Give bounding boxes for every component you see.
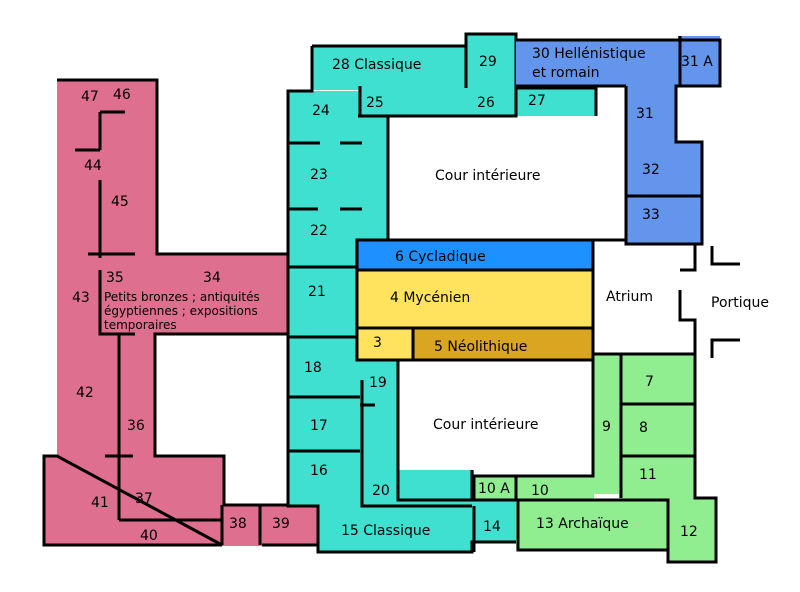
- label-courtyard-north: Cour intérieure: [435, 168, 540, 184]
- label-room-13: 13 Archaïque: [536, 516, 629, 532]
- label-room-4: 4 Mycénien: [390, 290, 470, 306]
- hellenistic-wing: [516, 36, 722, 246]
- classical-wing: [286, 32, 598, 554]
- label-room-44: 44: [84, 158, 102, 174]
- label-room-8: 8: [639, 420, 648, 436]
- label-room-27: 27: [528, 93, 546, 109]
- room-22[interactable]: [288, 207, 362, 267]
- room-14[interactable]: [472, 500, 518, 542]
- label-room-34: 34: [203, 270, 221, 286]
- label-room-5: 5 Néolithique: [434, 339, 527, 355]
- label-room-33: 33: [642, 207, 660, 223]
- room-23[interactable]: [288, 141, 362, 209]
- room-25-27[interactable]: [360, 86, 596, 116]
- label-room-34-line1: Petits bronzes ; antiquités: [104, 290, 260, 304]
- label-room-34-line3: temporaires: [104, 318, 177, 332]
- label-room-19: 19: [369, 375, 387, 391]
- area-labels: Cour intérieure Cour intérieure Atrium P…: [433, 168, 769, 433]
- label-room-42: 42: [76, 385, 94, 401]
- room-30[interactable]: [516, 40, 680, 86]
- label-room-37: 37: [135, 491, 153, 507]
- room-21[interactable]: [288, 265, 358, 337]
- room-29[interactable]: [466, 34, 516, 88]
- room-9[interactable]: [593, 354, 621, 494]
- room-20-base[interactable]: [360, 470, 474, 508]
- room-8[interactable]: [619, 402, 695, 456]
- label-room-32: 32: [642, 162, 660, 178]
- room-6[interactable]: [357, 240, 593, 270]
- room-18[interactable]: [288, 335, 362, 397]
- room-24[interactable]: [288, 91, 364, 143]
- label-room-25: 25: [366, 95, 384, 111]
- room-15[interactable]: [318, 506, 474, 552]
- label-room-28: 28 Classique: [332, 57, 421, 73]
- label-room-46: 46: [113, 87, 131, 103]
- label-room-41: 41: [91, 495, 109, 511]
- label-room-23: 23: [310, 167, 328, 183]
- label-room-15: 15 Classique: [341, 523, 430, 539]
- label-room-20: 20: [372, 483, 390, 499]
- room-44-45[interactable]: [57, 138, 157, 256]
- label-room-26: 26: [477, 95, 495, 111]
- label-courtyard-south: Cour intérieure: [433, 417, 538, 433]
- room-12[interactable]: [668, 498, 716, 562]
- label-room-10a: 10 A: [478, 481, 510, 497]
- room-16[interactable]: [288, 449, 362, 506]
- archaic-wing: [472, 352, 718, 564]
- label-room-45: 45: [111, 194, 129, 210]
- room-31a[interactable]: [678, 36, 720, 86]
- label-room-30-line1: 30 Hellénistique: [532, 46, 646, 62]
- room-10[interactable]: [474, 476, 594, 500]
- label-room-17: 17: [310, 418, 328, 434]
- room-32[interactable]: [626, 142, 702, 196]
- room-11[interactable]: [619, 454, 695, 500]
- label-portico: Portique: [711, 295, 769, 311]
- room-34-35[interactable]: [100, 254, 290, 334]
- label-room-36: 36: [127, 418, 145, 434]
- label-room-29: 29: [479, 54, 497, 70]
- room-47-46[interactable]: [57, 80, 157, 140]
- label-room-18: 18: [304, 360, 322, 376]
- label-room-22: 22: [310, 223, 328, 239]
- room-17[interactable]: [288, 395, 362, 451]
- room-31[interactable]: [626, 86, 676, 144]
- room-13[interactable]: [516, 500, 670, 550]
- label-room-34-line2: égyptiennes ; expositions: [104, 304, 258, 318]
- label-room-30-line2: et romain: [532, 65, 600, 81]
- label-room-3: 3: [373, 335, 382, 351]
- room-28[interactable]: [312, 46, 468, 90]
- atrium-portico: [593, 238, 740, 358]
- label-room-7: 7: [645, 374, 654, 390]
- label-room-31a: 31 A: [681, 54, 713, 70]
- label-room-6: 6 Cycladique: [395, 249, 486, 265]
- room-5[interactable]: [413, 328, 593, 360]
- label-room-39: 39: [272, 516, 290, 532]
- pink-wing: [42, 78, 322, 547]
- room-33[interactable]: [626, 194, 702, 244]
- label-room-14: 14: [483, 519, 501, 535]
- room-labels: 47 46 44 45 35 34 Petits bronzes ; antiq…: [72, 46, 713, 544]
- room-3[interactable]: [357, 328, 413, 360]
- label-room-35: 35: [106, 270, 124, 286]
- room-36[interactable]: [117, 332, 155, 458]
- label-room-43: 43: [72, 290, 90, 306]
- label-room-40: 40: [140, 528, 158, 544]
- label-room-11: 11: [639, 467, 657, 483]
- label-room-10: 10: [531, 483, 549, 499]
- room-25-corridor[interactable]: [360, 86, 388, 240]
- room-4[interactable]: [357, 270, 593, 328]
- label-room-38: 38: [229, 516, 247, 532]
- room-39[interactable]: [260, 505, 320, 545]
- room-7[interactable]: [619, 354, 695, 404]
- label-room-47: 47: [81, 89, 99, 105]
- label-room-16: 16: [310, 463, 328, 479]
- label-room-21: 21: [308, 284, 326, 300]
- label-room-24: 24: [312, 103, 330, 119]
- label-room-9: 9: [602, 419, 611, 435]
- room-38[interactable]: [222, 505, 262, 546]
- label-room-12: 12: [680, 524, 698, 540]
- label-room-31: 31: [636, 106, 654, 122]
- label-atrium: Atrium: [606, 289, 653, 305]
